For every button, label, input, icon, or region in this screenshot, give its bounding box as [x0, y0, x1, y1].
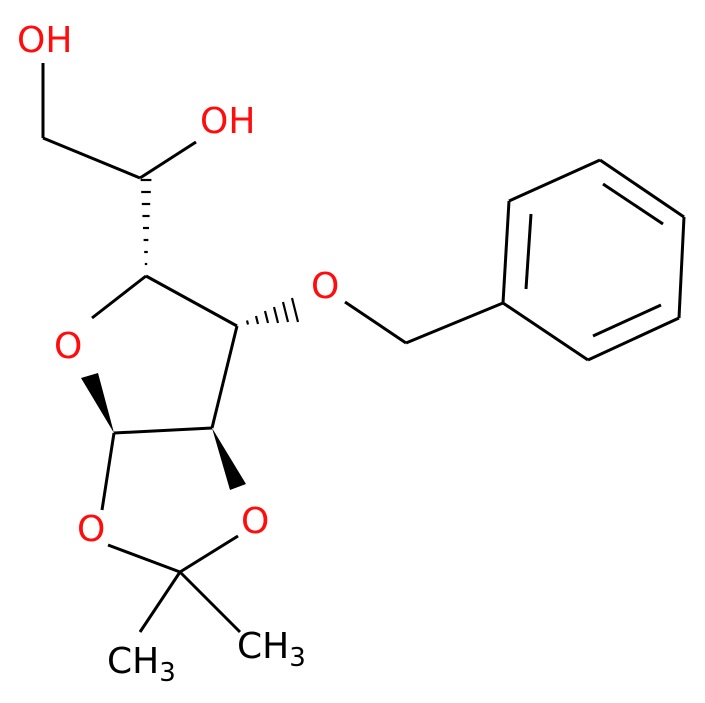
hash-c3-obn-3	[263, 310, 270, 324]
bond-c4-c3	[145, 274, 238, 328]
label-oh-secondary: OH	[200, 101, 255, 142]
ring-inner-1	[524, 213, 533, 290]
bond-cq-me-left	[138, 571, 182, 633]
ring-bond-4	[677, 216, 686, 319]
hash-c3-obn-5	[281, 301, 290, 323]
bond-c1-odiox-left	[100, 432, 116, 511]
hash-c3-obn-6	[290, 297, 300, 323]
bond-c2-c1	[113, 426, 213, 435]
bond-ch2-ph	[405, 301, 504, 345]
hash-c3-obn-2	[254, 315, 260, 325]
bond-odiox-right-cq	[179, 534, 239, 574]
wedge-c1-oring	[81, 373, 114, 433]
hashed-bonds	[140, 178, 300, 325]
ring-bond-2	[508, 158, 601, 203]
label-o-ring: O	[54, 326, 82, 367]
ring-bond-1	[501, 200, 511, 304]
label-o-dioxolane-right: O	[241, 501, 269, 542]
methyl-left-subscript: 3	[159, 658, 176, 688]
label-methyl-right: CH3	[237, 626, 306, 673]
ring-bond-3	[599, 158, 685, 219]
hash-c3-obn-4	[272, 306, 280, 324]
label-o-dioxolane-left: O	[77, 509, 105, 550]
atom-labels: OH OH O O O O CH3 CH3	[17, 20, 339, 688]
bond-cq-me-right	[178, 570, 242, 634]
ring-inner-2	[602, 182, 664, 226]
ring-bond-6	[502, 301, 589, 362]
bond-odiox-left-cq	[107, 543, 181, 574]
bond-choh-oh	[139, 140, 197, 180]
bond-c3-c2	[210, 325, 239, 429]
bonds	[41, 63, 686, 634]
ring-bond-5	[587, 316, 680, 362]
methyl-right-main: CH	[237, 626, 289, 667]
wedge-c2-odiox-right	[212, 428, 246, 490]
bond-c4-oring	[91, 274, 147, 320]
bond-obn-ch2	[344, 300, 407, 345]
wedge-bonds	[81, 373, 246, 490]
label-o-benzyloxy: O	[311, 266, 339, 307]
methyl-left-main: CH	[107, 641, 159, 682]
hash-c3-obn-1	[245, 320, 250, 325]
ring-inner-3	[592, 303, 662, 338]
label-oh-primary: OH	[17, 20, 72, 61]
methyl-right-subscript: 3	[289, 643, 306, 673]
label-methyl-left: CH3	[107, 641, 176, 688]
bond-ch2-choh	[42, 136, 141, 180]
